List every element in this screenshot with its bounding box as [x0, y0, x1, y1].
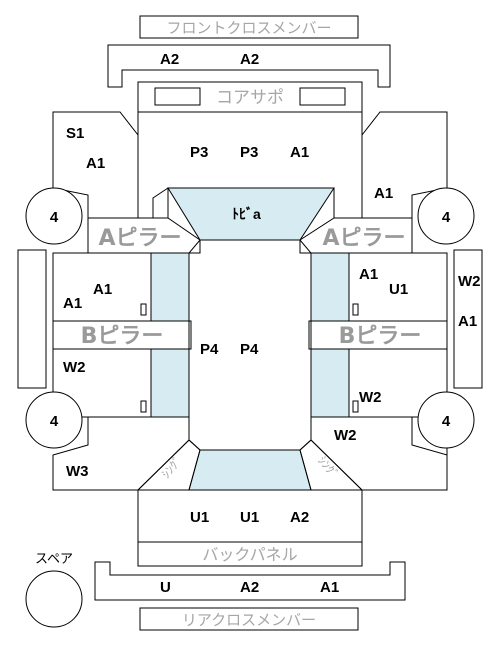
- front-right-wheel: [417, 187, 475, 245]
- left-trunk-side-label: ｼﾝｸﾞ: [159, 454, 185, 481]
- left-fender-code: A1: [86, 155, 105, 172]
- right-rocker: [453, 249, 483, 389]
- rear-bracket-code-a2: A2: [240, 579, 259, 596]
- front-left-wheel-number: 4: [50, 209, 59, 226]
- core-support-label: コアサポ: [216, 88, 284, 108]
- front-bracket-code-right: A2: [240, 51, 259, 68]
- rear-cross-member-label: リアクロスメンバー: [182, 611, 316, 629]
- trunk-code-u1-2: U1: [240, 509, 259, 526]
- rear-window: [188, 449, 312, 491]
- back-panel-box: [137, 541, 363, 567]
- s1-code: S1: [66, 125, 84, 142]
- right-rocker-code-a1: A1: [458, 313, 477, 330]
- rear-bracket: [94, 561, 406, 601]
- hood-code-p3-2: P3: [240, 144, 258, 161]
- left-front-fender: [52, 111, 169, 219]
- rear-left-wheel: [25, 391, 83, 449]
- front-cross-member-box: [139, 15, 359, 39]
- right-b-pillar-label: Bピラー: [339, 324, 422, 349]
- rear-right-wheel-number: 4: [442, 413, 451, 430]
- core-support-left-slot: [154, 87, 201, 106]
- trunk-code-u1-1: U1: [190, 509, 209, 526]
- left-quarter-code: W3: [66, 463, 89, 480]
- roof-code-p4-1: P4: [200, 341, 219, 358]
- roof-code-p4-2: P4: [240, 341, 259, 358]
- right-front-glass: [310, 252, 350, 322]
- left-rear-door-code: W2: [63, 359, 86, 376]
- right-fender-code: A1: [374, 185, 393, 202]
- trunk-code-a2: A2: [290, 509, 309, 526]
- right-rear-door-code: W2: [359, 389, 382, 406]
- right-rear-handle: [352, 400, 359, 413]
- left-a-pillar-label: Aピラー: [98, 226, 181, 251]
- right-a-pillar-label: Aピラー: [322, 226, 405, 251]
- right-front-handle: [352, 303, 359, 316]
- left-a-pillar: [87, 217, 201, 254]
- front-bracket: [107, 44, 391, 88]
- right-trunk-side-label: ｼﾝｸﾞ: [315, 454, 341, 481]
- left-rear-glass: [150, 348, 190, 418]
- rear-cross-member-box: [139, 607, 359, 631]
- rear-bracket-code-a1: A1: [320, 579, 339, 596]
- front-left-wheel: [25, 187, 83, 245]
- front-right-wheel-number: 4: [442, 209, 451, 226]
- right-door-code-a1: A1: [359, 266, 378, 283]
- right-quarter-code: W2: [334, 427, 357, 444]
- right-rocker-code-w2: W2: [458, 273, 481, 290]
- rear-bracket-code-u: U: [160, 579, 171, 596]
- rear-left-wheel-number: 4: [50, 413, 59, 430]
- windshield-label: ﾄﾋﾞa: [232, 206, 261, 222]
- spare-tire: [25, 570, 83, 628]
- hood-code-a1: A1: [290, 144, 309, 161]
- front-cross-member-label: フロントクロスメンバー: [166, 19, 331, 37]
- right-door-code-u1: U1: [389, 281, 408, 298]
- left-rear-handle: [140, 400, 147, 413]
- left-rocker: [17, 249, 47, 389]
- rear-right-wheel: [417, 391, 475, 449]
- hood-code-p3-1: P3: [190, 144, 208, 161]
- left-b-pillar-label: Bピラー: [81, 324, 164, 349]
- left-door-code-bottom: A1: [63, 295, 82, 312]
- spare-label: スペア: [35, 552, 73, 567]
- right-rear-glass: [310, 348, 350, 418]
- front-bracket-code-left: A2: [160, 51, 179, 68]
- left-door-code-top: A1: [93, 281, 112, 298]
- left-rear-quarter: [52, 416, 190, 491]
- core-support-right-slot: [299, 87, 346, 106]
- back-panel-label: バックパネル: [202, 545, 297, 564]
- left-front-glass: [150, 252, 190, 322]
- left-front-handle: [140, 303, 147, 316]
